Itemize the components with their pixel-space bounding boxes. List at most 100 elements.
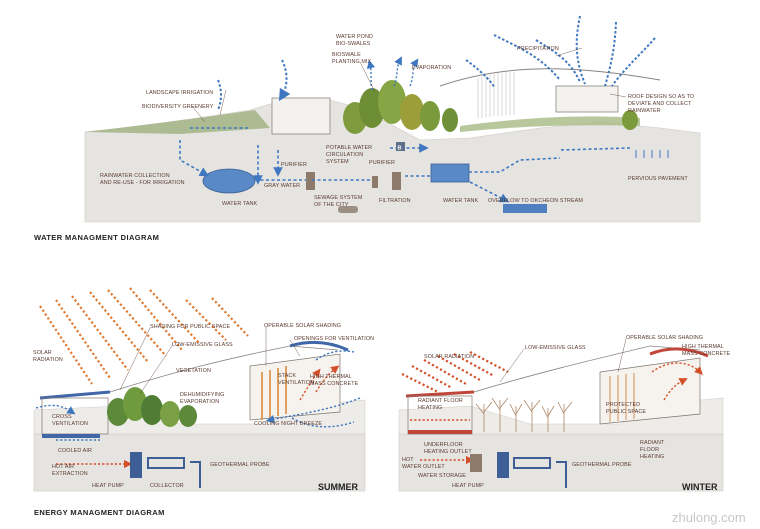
summer-solar-rays bbox=[39, 287, 249, 385]
label-summer-solar-1: SOLAR bbox=[33, 350, 52, 356]
label-bio-swales: BIO-SWALES bbox=[336, 41, 371, 47]
winter-right-building bbox=[599, 357, 701, 425]
energy-title: ENERGY MANAGMENT DIAGRAM bbox=[34, 508, 165, 517]
winter-water-storage bbox=[470, 454, 482, 472]
label-summer-dehum-1: DEHUMIDIFYING bbox=[180, 392, 224, 398]
label-summer-probe: GEOTHERMAL PROBE bbox=[210, 462, 270, 468]
label-pervious-pavement: PERVIOUS PAVEMENT bbox=[628, 176, 688, 182]
winter-floor-slab bbox=[408, 430, 472, 434]
label-summer-low-e: LOW-EMISSIVE GLASS bbox=[172, 342, 233, 348]
summer-trees bbox=[107, 387, 197, 427]
label-summer-shading: SHADING FOR PUBLIC SPACE bbox=[150, 324, 230, 330]
winter-bare-trees bbox=[475, 397, 573, 432]
purifier-unit-2 bbox=[392, 172, 401, 190]
label-summer-stack-2: VENTILATION bbox=[278, 380, 314, 386]
label-planting-mix: PLANTING MIX bbox=[332, 59, 372, 65]
winter-shading-louvers bbox=[609, 373, 635, 422]
label-summer-cooled-air: COOLED AIR bbox=[58, 448, 92, 454]
label-summer-operable: OPERABLE SOLAR SHADING bbox=[264, 323, 341, 329]
label-precipitation: PRECIPITATION bbox=[517, 46, 559, 52]
summer-geothermal-probe bbox=[190, 461, 201, 488]
label-summer-mass-2: MASS CONCRETE bbox=[310, 381, 359, 387]
summer-right-building bbox=[249, 353, 341, 421]
label-summer-solar-2: RADIATION bbox=[33, 357, 63, 363]
summer-floor-slab bbox=[42, 434, 100, 438]
label-water-tank-1: WATER TANK bbox=[222, 201, 258, 207]
label-evaporation: EVAPORATION bbox=[412, 65, 451, 71]
label-filtration: FILTRATION bbox=[379, 198, 411, 204]
label-summer-breeze: COOLING NIGHT BREEZE bbox=[254, 421, 322, 427]
winter-season-label: WINTER bbox=[682, 482, 718, 492]
label-winter-radiant-r1: RADIANT bbox=[640, 440, 665, 446]
label-water-tank-2: WATER TANK bbox=[443, 198, 479, 204]
label-summer-dehum-2: EVAPORATION bbox=[180, 399, 219, 405]
b-marker: B bbox=[398, 146, 402, 152]
winter-geothermal-probe bbox=[556, 461, 567, 488]
winter-right-roof bbox=[649, 347, 709, 358]
label-winter-protected-2: PUBLIC SPACE bbox=[606, 409, 646, 415]
water-tank-1 bbox=[202, 168, 256, 194]
label-winter-radiant-1: RADIANT FLOOR bbox=[418, 398, 463, 404]
label-winter-heat-pump: HEAT PUMP bbox=[452, 483, 484, 489]
label-winter-hotwater-2: WATER OUTLET bbox=[402, 464, 445, 470]
label-rainwater-collection-1: RAINWATER COLLECTION bbox=[100, 173, 170, 179]
roof-garden bbox=[460, 116, 640, 132]
water-building-left bbox=[271, 97, 331, 135]
label-winter-probe: GEOTHERMAL PROBE bbox=[572, 462, 632, 468]
summer-leaders bbox=[119, 327, 301, 395]
overflow-stream bbox=[503, 204, 547, 213]
label-roof-design-3: RAINWATER bbox=[628, 108, 661, 114]
arched-roof bbox=[439, 68, 661, 87]
summer-canopy bbox=[109, 345, 339, 393]
summer-diagram: SOLAR RADIATION SHADING FOR PUBLIC SPACE… bbox=[33, 287, 374, 492]
label-summer-vegetation: VEGETATION bbox=[176, 368, 211, 374]
label-rainwater-collection-2: AND RE-USE - FOR IRRIGATION bbox=[100, 180, 185, 186]
water-diagram: B LANDSCAPE IRRIGATION BIODIVERSITY GREE… bbox=[34, 15, 701, 242]
summer-left-roof bbox=[39, 390, 111, 400]
filtration-unit bbox=[372, 176, 378, 188]
label-winter-mass-2: MASS CONCRETE bbox=[682, 351, 731, 357]
water-tank-2 bbox=[430, 163, 470, 183]
label-winter-mass-1: HIGH THERMAL bbox=[682, 344, 724, 350]
label-bioswale: BIOSWALE bbox=[332, 52, 361, 58]
summer-right-roof bbox=[289, 341, 349, 352]
label-biodiversity-greenery: BIODIVERSITY GREENERY bbox=[142, 104, 214, 110]
water-title: WATER MANAGMENT DIAGRAM bbox=[34, 233, 159, 242]
label-winter-radiant-2: HEATING bbox=[418, 405, 442, 411]
sewage-pipe bbox=[338, 206, 358, 213]
label-winter-solar: SOLAR RADIATION bbox=[424, 354, 474, 360]
water-trees bbox=[343, 80, 638, 134]
label-water-pond: WATER POND bbox=[336, 34, 373, 40]
winter-canopy bbox=[473, 345, 701, 393]
label-winter-underfloor-1: UNDERFLOOR bbox=[424, 442, 463, 448]
label-roof-design-1: ROOF DESIGN SO AS TO bbox=[628, 94, 694, 100]
winter-leaders bbox=[499, 338, 627, 383]
purifier-unit-1 bbox=[306, 172, 315, 190]
watermark: zhulong.com bbox=[672, 510, 746, 525]
label-winter-protected-1: PROTECTED bbox=[606, 402, 640, 408]
label-winter-operable: OPERABLE SOLAR SHADING bbox=[626, 335, 703, 341]
label-roof-design-2: DEVIATE AND COLLECT bbox=[628, 101, 692, 107]
label-winter-low-e: LOW-EMISSIVE GLASS bbox=[525, 345, 586, 351]
summer-collector bbox=[147, 457, 185, 469]
label-summer-cross-1: CROSS bbox=[52, 414, 72, 420]
label-sewage-2: OF THE CITY bbox=[314, 202, 349, 208]
water-building-right bbox=[555, 85, 619, 113]
label-summer-stack-1: STACK bbox=[278, 373, 296, 379]
label-overflow: OVERFLOW TO OKCHEON STREAM bbox=[488, 198, 583, 204]
label-winter-radiant-r2: FLOOR bbox=[640, 447, 659, 453]
summer-heat-pump bbox=[130, 452, 142, 478]
label-system: SYSTEM bbox=[326, 159, 349, 165]
winter-airflows bbox=[410, 362, 703, 465]
label-circulation: CIRCULATION bbox=[326, 152, 363, 158]
winter-solar-rays bbox=[401, 351, 509, 393]
water-flows bbox=[179, 127, 631, 203]
winter-left-roof bbox=[405, 390, 475, 398]
label-summer-hot-air-2: EXTRACTION bbox=[52, 471, 88, 477]
label-purifier-2: PURIFIER bbox=[369, 160, 395, 166]
precipitation-rain bbox=[217, 15, 656, 111]
label-purifier-1: PURIFIER bbox=[281, 162, 307, 168]
b-marker-box bbox=[396, 142, 405, 151]
evaporation-arrows bbox=[366, 56, 419, 91]
